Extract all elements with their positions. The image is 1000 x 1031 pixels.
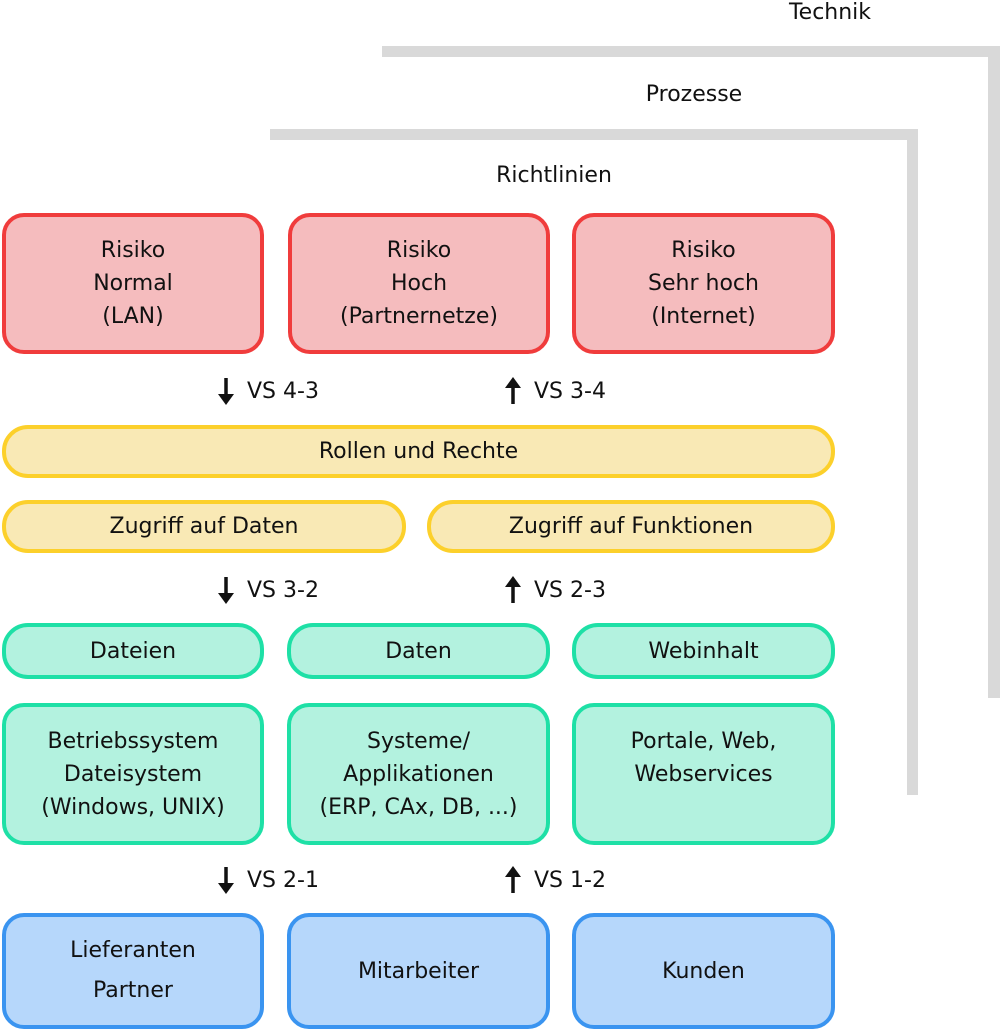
transition-label: VS 2-1 <box>247 867 319 893</box>
transition-label: VS 3-4 <box>534 378 606 404</box>
transition-label: VS 4-3 <box>247 378 319 404</box>
transition-vs32: VS 3-2 <box>215 575 319 605</box>
transition-vs21: VS 2-1 <box>215 865 319 895</box>
arrow-down-icon <box>218 867 234 894</box>
risk-very-high-box: Risiko Sehr hoch (Internet) <box>572 213 835 354</box>
data-box: Daten <box>287 623 550 679</box>
arrow-down-icon <box>218 577 234 604</box>
transition-label: VS 2-3 <box>534 577 606 603</box>
arrow-down-icon <box>218 378 234 405</box>
transition-label: VS 3-2 <box>247 577 319 603</box>
applications-box: Systeme/ Applikationen (ERP, CAx, DB, ..… <box>287 703 550 845</box>
arrow-up-icon <box>505 866 521 893</box>
layer-label-prozesse: Prozesse <box>645 82 743 107</box>
operating-system-box: Betriebssystem Dateisystem (Windows, UNI… <box>2 703 264 845</box>
employees-box: Mitarbeiter <box>287 913 550 1029</box>
risk-high-box: Risiko Hoch (Partnernetze) <box>288 213 550 354</box>
layer-label-richtlinien: Richtlinien <box>496 163 612 188</box>
files-box: Dateien <box>2 623 264 679</box>
transition-label: VS 1-2 <box>534 867 606 893</box>
web-content-box: Webinhalt <box>572 623 835 679</box>
arrow-up-icon <box>505 576 521 603</box>
data-access-box: Zugriff auf Daten <box>2 500 406 553</box>
technik-frame-top <box>382 46 1000 57</box>
transition-vs43: VS 4-3 <box>215 376 319 406</box>
transition-vs12: VS 1-2 <box>502 865 606 895</box>
function-access-box: Zugriff auf Funktionen <box>427 500 835 553</box>
transition-vs23: VS 2-3 <box>502 575 606 605</box>
customers-box: Kunden <box>572 913 835 1029</box>
layer-label-technik: Technik <box>788 0 872 25</box>
prozesse-frame-side <box>907 129 918 795</box>
transition-vs34: VS 3-4 <box>502 376 606 406</box>
prozesse-frame-top <box>270 129 918 140</box>
portals-box: Portale, Web, Webservices <box>572 703 835 845</box>
technik-frame-side <box>988 46 1000 698</box>
suppliers-partners-box: Lieferanten Partner <box>2 913 264 1029</box>
arrow-up-icon <box>505 377 521 404</box>
risk-normal-box: Risiko Normal (LAN) <box>2 213 264 354</box>
roles-rights-box: Rollen und Rechte <box>2 425 835 478</box>
